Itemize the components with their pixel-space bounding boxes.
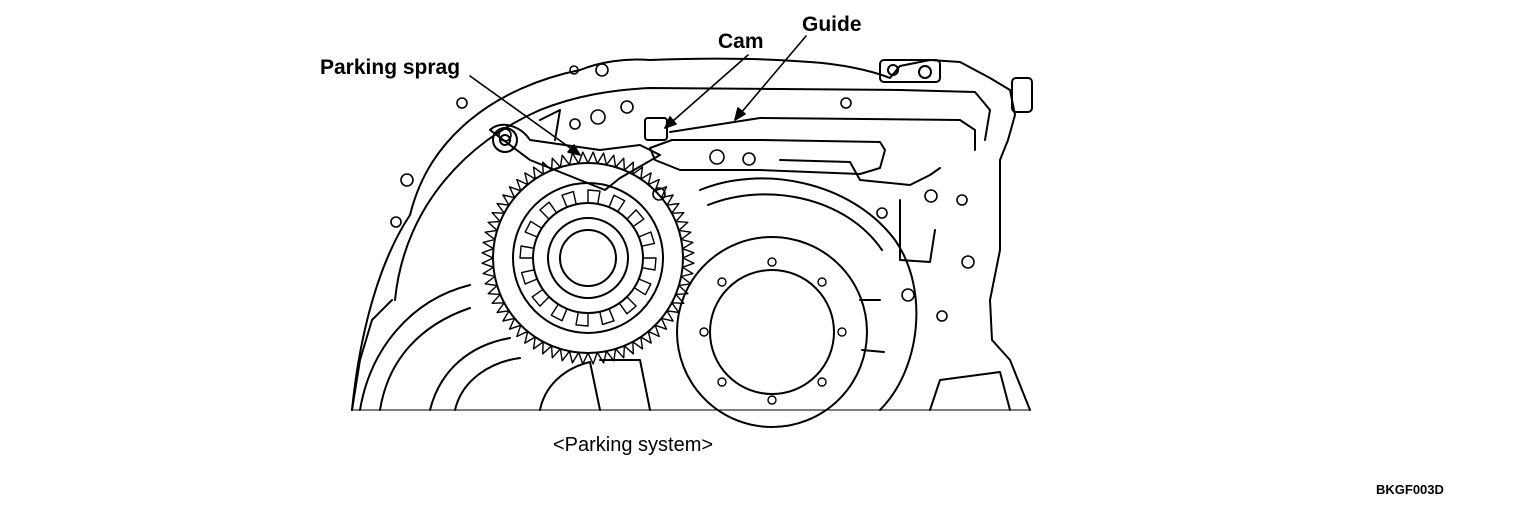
figure-code: BKGF003D bbox=[1376, 482, 1444, 497]
leader-lines bbox=[469, 35, 807, 156]
parking-rod bbox=[644, 117, 976, 263]
case-bolts bbox=[390, 63, 975, 322]
top-boss bbox=[879, 59, 1033, 113]
parking-sprag-label: Parking sprag bbox=[320, 56, 461, 79]
case-outline bbox=[351, 57, 1031, 411]
cam-label: Cam bbox=[718, 30, 764, 53]
clutch-drum bbox=[676, 177, 918, 428]
figure-caption: <Parking system> bbox=[553, 434, 714, 456]
gear-teeth bbox=[481, 151, 695, 365]
gear-splines bbox=[519, 189, 657, 327]
parking-sprag bbox=[489, 109, 661, 191]
guide-label: Guide bbox=[802, 13, 862, 36]
case-lower-rim bbox=[351, 299, 393, 411]
lower-housing bbox=[359, 284, 1011, 411]
